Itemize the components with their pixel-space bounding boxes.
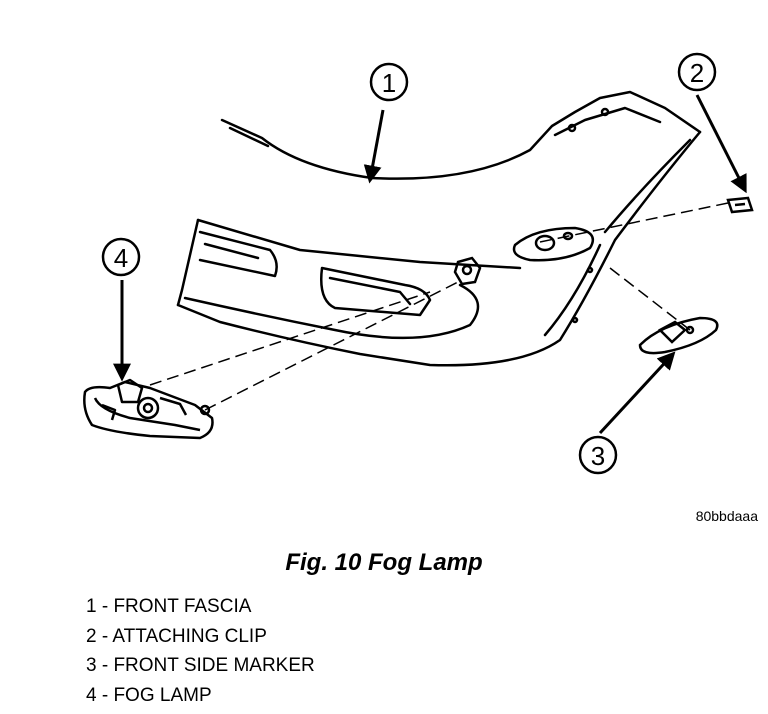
legend-item: 3 - FRONT SIDE MARKER (86, 655, 315, 676)
attaching-clip-drawing (726, 196, 754, 214)
legend-item: 2 - ATTACHING CLIP (86, 625, 267, 647)
legend-item: 4 - FOG LAMP (86, 684, 212, 706)
front-fascia-drawing (176, 90, 702, 367)
leader-arrows (113, 94, 747, 435)
fog-lamp-drawing (83, 378, 214, 440)
callout-number: 2 (690, 58, 704, 88)
leader-arrow-1 (363, 109, 385, 184)
callout-number: 3 (591, 441, 605, 471)
front-side-marker-drawing (638, 316, 719, 355)
leader-arrow-3 (598, 351, 676, 435)
callout-number: 4 (114, 243, 128, 273)
callout-circle (369, 62, 409, 102)
figure-caption: Fig. 10 Fog Lamp (285, 549, 483, 576)
callout-4: 4 (101, 237, 141, 277)
legend-item: 1 - FRONT FASCIA (86, 596, 252, 617)
figure-code: 80bbdaaa (696, 508, 759, 524)
leader-arrow-2 (695, 94, 747, 194)
callout-circle (677, 52, 717, 92)
legend: 1 - FRONT FASCIA 2 - ATTACHING CLIP 3 - … (86, 592, 315, 710)
callout-1: 1 (369, 62, 409, 102)
callout-circle (101, 237, 141, 277)
fascia-fastener (453, 256, 482, 286)
callout-3: 3 (578, 435, 618, 475)
callout-circle (578, 435, 618, 475)
callout-2: 2 (677, 52, 717, 92)
alignment-lines (149, 202, 729, 411)
callout-number: 1 (382, 68, 396, 98)
